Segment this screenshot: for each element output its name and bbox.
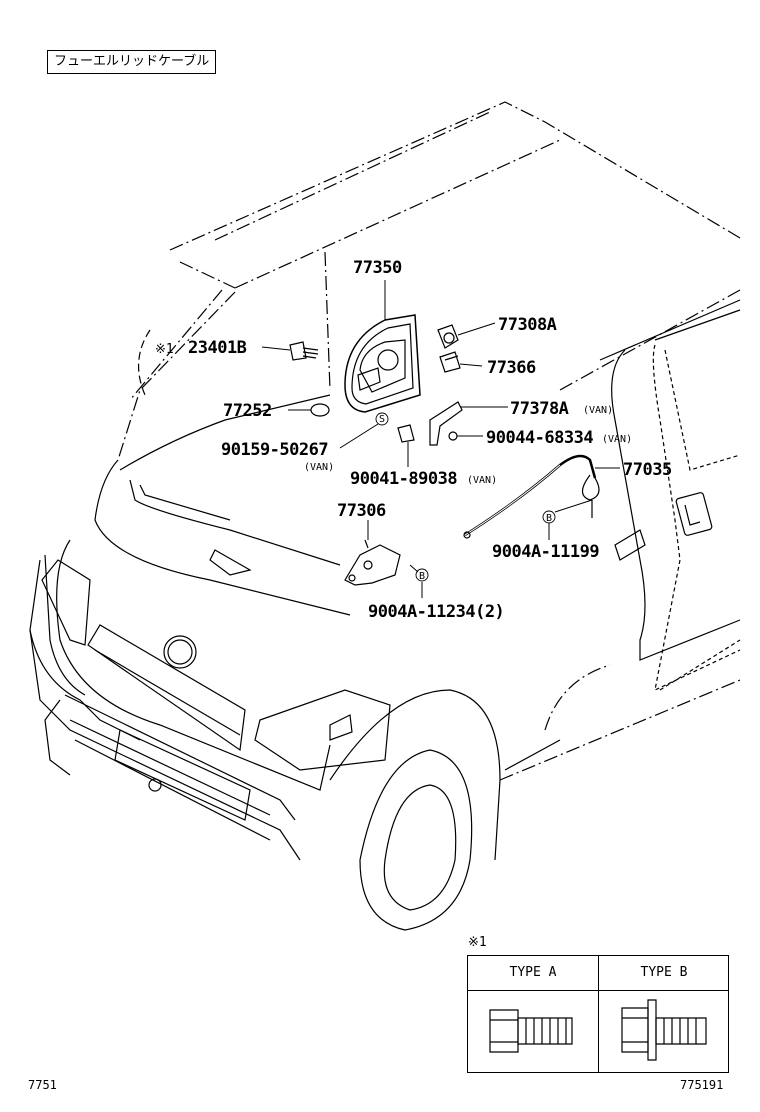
part-labels: 77350 77308A ※1 23401B 77366 77252 77378…: [155, 258, 672, 622]
label-77378a: 77378A: [510, 399, 569, 419]
type-b-column: TYPE B: [598, 956, 729, 1072]
label-90044-68334: 90044-68334: [486, 428, 593, 448]
type-a-column: TYPE A: [468, 956, 598, 1072]
fuel-lid-part: [344, 314, 421, 413]
type-b-header: TYPE B: [599, 956, 729, 991]
label-90159-50267: 90159-50267: [221, 440, 328, 460]
label-90041-89038: 90041-89038: [350, 469, 457, 489]
label-90159-note: (VAN): [304, 462, 334, 473]
label-77035: 77035: [623, 460, 672, 480]
figure-code-right: 775191: [680, 1078, 724, 1092]
b-mark-2: B: [419, 571, 425, 582]
vehicle-body: [29, 101, 741, 931]
label-77252: 77252: [223, 401, 272, 421]
b-mark-1: B: [546, 513, 552, 524]
label-77366: 77366: [487, 358, 536, 378]
leader-lines: [261, 280, 620, 598]
label-9004a-11199: 9004A-11199: [492, 542, 599, 562]
label-23401b: 23401B: [188, 338, 247, 358]
small-parts: [289, 324, 707, 1061]
type-a-header: TYPE A: [468, 956, 598, 991]
type-table-note-mark: ※1: [468, 935, 487, 950]
label-77350: 77350: [353, 258, 402, 278]
s-mark: S: [379, 414, 385, 425]
label-90041-note: (VAN): [467, 475, 497, 486]
label-77308a: 77308A: [498, 315, 557, 335]
label-note-mark-1: ※1: [155, 342, 174, 357]
label-77378a-note: (VAN): [583, 405, 613, 416]
page-title: フューエルリッドケーブル: [47, 50, 217, 74]
figure-code-left: 7751: [28, 1078, 57, 1092]
label-9004a-11234: 9004A-11234(2): [368, 602, 504, 622]
label-90044-note: (VAN): [602, 434, 632, 445]
bolt-type-table: TYPE A TYPE B: [467, 955, 729, 1073]
label-77306: 77306: [337, 501, 386, 521]
